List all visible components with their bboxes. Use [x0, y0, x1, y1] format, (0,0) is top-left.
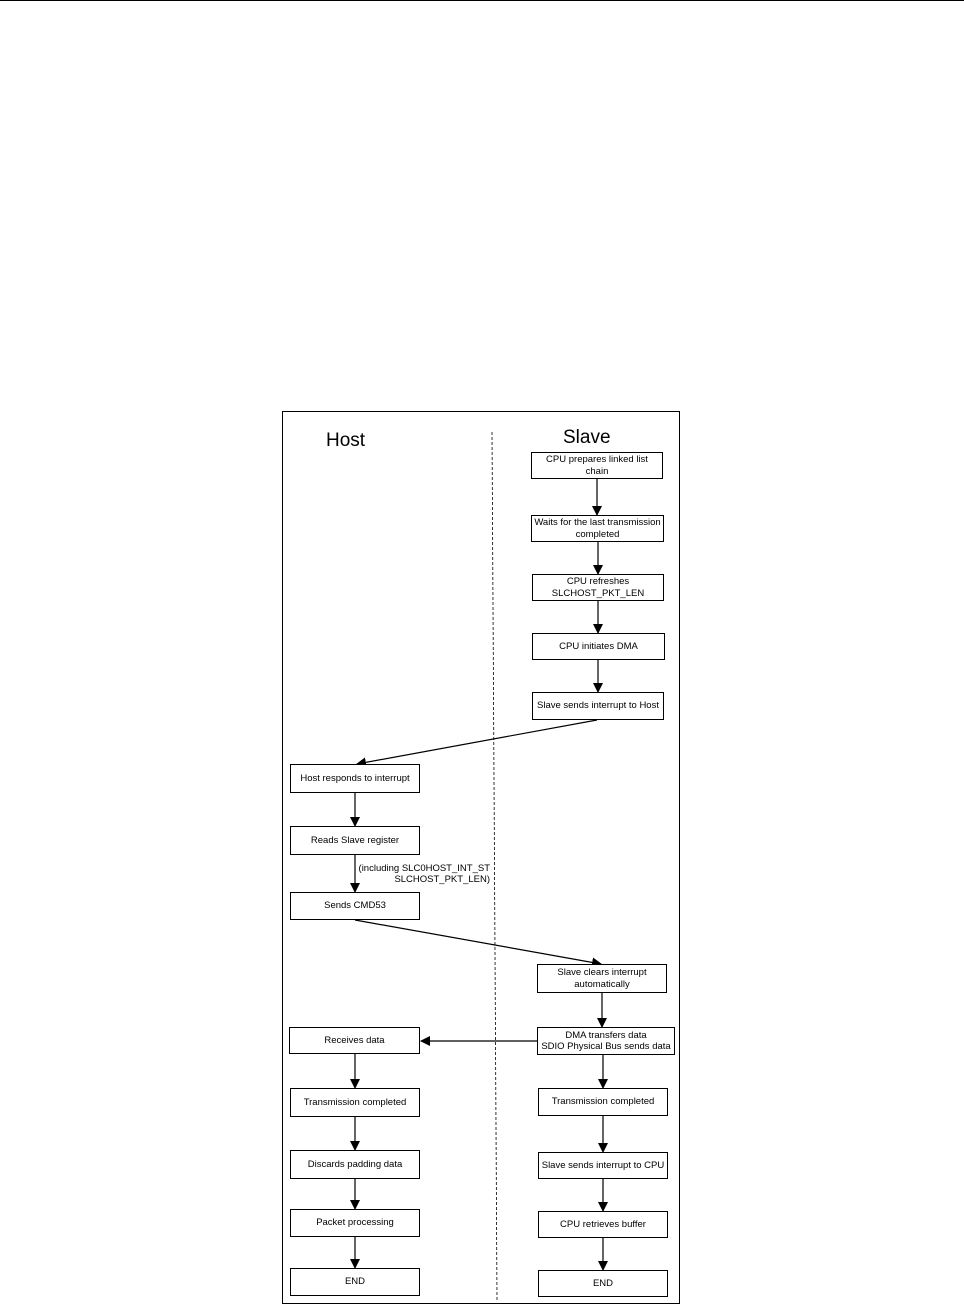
read-note-line-1: (including SLC0HOST_INT_ST	[358, 863, 490, 874]
host-step-send-cmd53: Sends CMD53	[290, 892, 420, 920]
slave-step-initiate-dma: CPU initiates DMA	[532, 633, 665, 660]
dma-transfer-line-2: SDIO Physical Bus sends data	[541, 1041, 671, 1052]
arrow-cmd53-to-slave	[354, 919, 602, 968]
host-step-read-register: Reads Slave register	[290, 826, 420, 855]
host-step-receive-data: Receives data	[289, 1027, 420, 1054]
slave-step-interrupt-host: Slave sends interrupt to Host	[532, 692, 664, 720]
arrow-interrupt-to-host	[356, 719, 598, 768]
slave-step-prepare-chain: CPU prepares linked list chain	[531, 452, 663, 479]
dma-transfer-line-1: DMA transfers data	[565, 1029, 647, 1041]
host-step-end: END	[290, 1268, 420, 1296]
host-step-discard-padding: Discards padding data	[290, 1150, 420, 1179]
slave-step-clear-interrupt: Slave clears interrupt automatically	[537, 964, 667, 993]
slave-step-retrieve-buffer: CPU retrieves buffer	[538, 1211, 668, 1238]
slave-step-refresh-pkt-len: CPU refreshes SLCHOST_PKT_LEN	[532, 574, 664, 601]
diagram-frame	[282, 411, 680, 1304]
host-read-register-note: (including SLC0HOST_INT_ST SLCHOST_PKT_L…	[356, 863, 490, 885]
slave-step-dma-transfer: DMA transfers data SDIO Physical Bus sen…	[537, 1027, 675, 1055]
lane-divider	[491, 431, 498, 1301]
slave-step-wait-completion: Waits for the last transmission complete…	[531, 515, 664, 542]
host-step-packet-processing: Packet processing	[290, 1209, 420, 1237]
host-step-respond-interrupt: Host responds to interrupt	[290, 764, 420, 793]
slave-lane-title: Slave	[563, 427, 611, 448]
slave-step-interrupt-cpu: Slave sends interrupt to CPU	[538, 1152, 668, 1179]
page-top-rule	[0, 0, 964, 1]
host-step-transmission-completed: Transmission completed	[290, 1088, 420, 1117]
slave-step-transmission-completed: Transmission completed	[538, 1088, 668, 1116]
read-note-line-2: SLCHOST_PKT_LEN)	[394, 874, 490, 885]
slave-step-end: END	[538, 1270, 668, 1297]
host-lane-title: Host	[326, 430, 366, 451]
